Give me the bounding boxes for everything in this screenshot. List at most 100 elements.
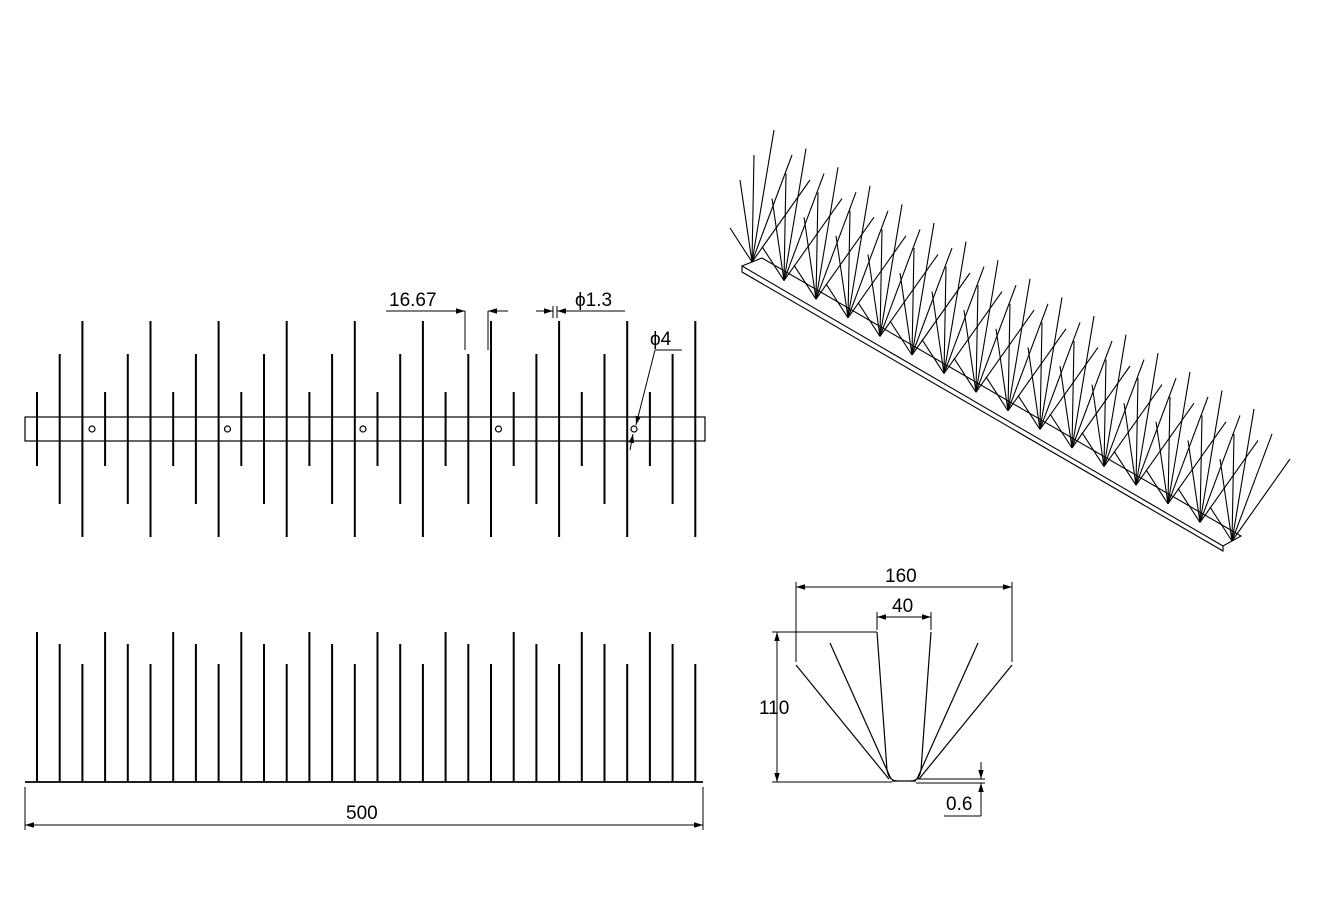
spike-isometric xyxy=(803,217,817,300)
spike-isometric xyxy=(1209,506,1233,542)
spike-isometric xyxy=(1039,347,1099,430)
spike-isometric xyxy=(1103,334,1127,467)
spike-isometric xyxy=(1167,371,1191,504)
spike-isometric xyxy=(1071,340,1113,449)
inner-spike-left xyxy=(876,631,898,782)
spike-isometric xyxy=(1231,433,1235,542)
spike-isometric xyxy=(1199,390,1223,523)
wire-diameter-label: ϕ1.3 xyxy=(575,290,612,311)
spike-isometric xyxy=(943,291,1003,374)
spike-isometric xyxy=(1199,415,1203,523)
mounting-hole xyxy=(630,425,638,433)
iso-base-edge xyxy=(741,266,1224,552)
spike-isometric xyxy=(847,185,871,318)
spike-isometric xyxy=(751,129,775,263)
spike-isometric xyxy=(1039,297,1063,430)
spike-isometric xyxy=(911,247,915,356)
spike-isometric xyxy=(995,328,1009,411)
side-view-spikes xyxy=(36,632,697,782)
spike-isometric xyxy=(1199,415,1241,523)
thickness-dimension xyxy=(916,762,985,817)
base-width-label: 40 xyxy=(892,596,913,617)
spike-isometric xyxy=(1049,413,1073,449)
spike-isometric xyxy=(847,210,851,318)
spike-isometric xyxy=(1155,421,1169,504)
mid-spike-left xyxy=(829,642,892,780)
spike-isometric xyxy=(1199,440,1259,523)
spike-isometric xyxy=(793,264,817,300)
spike-isometric xyxy=(1081,432,1105,467)
spike-isometric xyxy=(815,216,875,300)
height-label: 110 xyxy=(759,698,789,719)
length-dimension xyxy=(24,787,704,830)
spike-isometric xyxy=(771,198,785,281)
spike-isometric xyxy=(751,154,793,263)
spike-isometric xyxy=(975,260,999,393)
spike-isometric xyxy=(815,192,819,300)
height-dimension xyxy=(772,631,892,783)
spike-isometric xyxy=(1123,403,1137,486)
spike-isometric xyxy=(943,241,967,374)
spike-isometric xyxy=(1135,402,1195,486)
length-label: 500 xyxy=(346,803,378,824)
spike-isometric xyxy=(985,376,1009,412)
mounting-hole xyxy=(88,425,96,433)
spike-isometric xyxy=(1103,384,1163,467)
hole-diameter-dimension xyxy=(628,349,682,451)
spike-isometric xyxy=(1231,408,1255,542)
mounting-hole xyxy=(223,425,232,433)
spike-isometric xyxy=(899,272,913,356)
spike-isometric xyxy=(815,167,839,300)
spike-isometric xyxy=(1007,328,1067,412)
mid-spike-right xyxy=(916,642,979,780)
outer-spike-left xyxy=(795,664,890,780)
spike-isometric xyxy=(1071,315,1095,449)
spike-isometric xyxy=(751,179,811,263)
base-width-dimension xyxy=(876,612,932,630)
side-view xyxy=(25,632,703,783)
spike-isometric xyxy=(1007,303,1049,411)
spike-isometric xyxy=(783,173,825,281)
spike-isometric xyxy=(879,229,921,337)
spike-isometric xyxy=(975,285,979,393)
spike-isometric xyxy=(1135,378,1177,486)
spike-isometric xyxy=(761,246,785,281)
spike-isometric xyxy=(1177,488,1201,523)
spike-isometric xyxy=(847,235,907,319)
spike-isometric xyxy=(911,272,971,356)
spike-isometric xyxy=(943,266,947,374)
spike-isometric xyxy=(1167,396,1209,504)
spike-isometric xyxy=(751,154,755,263)
spike-isometric xyxy=(1007,278,1031,411)
spike-isometric xyxy=(739,179,753,263)
spike-isometric xyxy=(1187,440,1201,523)
spike-isometric xyxy=(1167,396,1171,504)
spike-isometric xyxy=(1167,421,1227,505)
spike-isometric xyxy=(867,254,881,337)
spike-isometric xyxy=(1039,322,1043,430)
inner-spike-right xyxy=(910,631,932,782)
spike-isometric xyxy=(879,204,903,337)
end-view xyxy=(795,631,1013,782)
spread-width-dimension xyxy=(795,582,1013,662)
mounting-holes xyxy=(88,425,638,433)
spike-isometric xyxy=(879,254,939,337)
spike-isometric xyxy=(1071,340,1075,449)
spike-isometric xyxy=(847,210,889,318)
hole-diameter-label: ϕ4 xyxy=(650,329,672,350)
spike-isometric xyxy=(1103,359,1107,467)
spike-isometric xyxy=(1059,365,1073,449)
spike-isometric xyxy=(1103,359,1145,467)
spike-isometric xyxy=(783,148,807,281)
spike-isometric xyxy=(783,198,843,281)
spike-isometric xyxy=(825,283,849,319)
mounting-hole xyxy=(359,425,367,433)
spike-isometric xyxy=(943,266,985,374)
spike-isometric xyxy=(975,285,1017,393)
spike-isometric xyxy=(1007,303,1011,411)
spike-isometric xyxy=(729,227,753,263)
outer-spike-right xyxy=(918,664,1013,780)
spike-isometric xyxy=(1113,450,1137,486)
spike-isometric xyxy=(857,302,881,337)
